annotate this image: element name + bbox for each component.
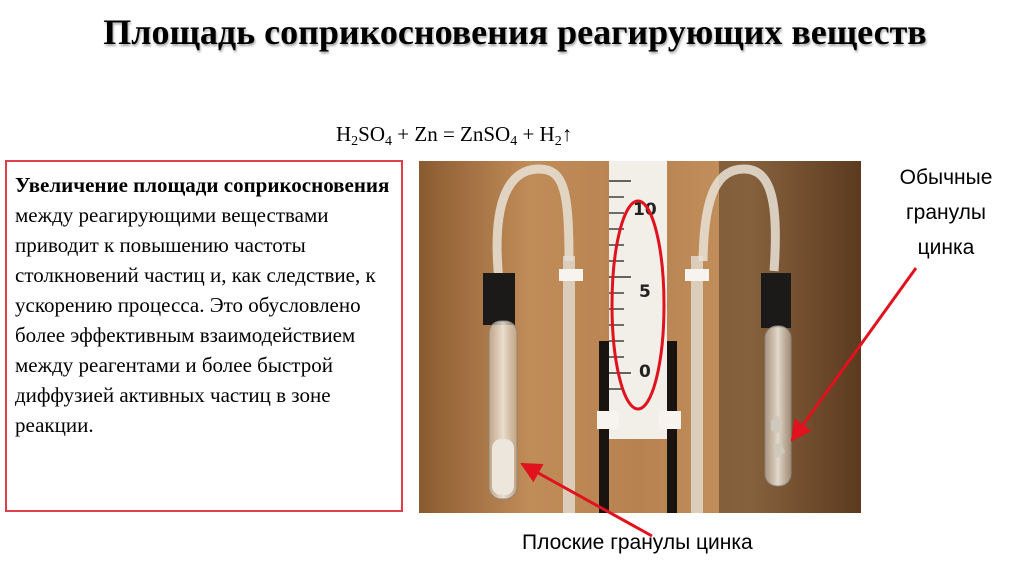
- description-text: между реагирующими веществами приводит к…: [15, 203, 376, 437]
- center-tube-left: [563, 256, 575, 513]
- eq-sub: 4: [510, 134, 518, 149]
- right-zinc-granules: [771, 415, 785, 458]
- experiment-photo: 10 5 0: [419, 161, 861, 513]
- scale-ruler: [609, 161, 667, 439]
- clamp-right: [685, 269, 709, 281]
- scale-highlight-ellipse: [610, 199, 666, 411]
- clamp-bottom-right: [659, 411, 681, 429]
- eq-sub: 2: [351, 134, 359, 149]
- eq-h: H: [336, 122, 352, 146]
- left-hose: [492, 164, 574, 282]
- eq-up-arrow: ↑: [561, 122, 573, 146]
- eq-plus-zn: + Zn = ZnSO: [392, 122, 511, 146]
- reaction-equation: H2SO4 + Zn = ZnSO4 + H2↑: [336, 122, 716, 150]
- description-bold: Увеличение площади соприкосновения: [15, 173, 390, 197]
- description-box: Увеличение площади соприкосновения между…: [5, 160, 403, 512]
- eq-so: SO: [358, 122, 386, 146]
- slide-title: Площадь соприкосновения реагирующих веще…: [103, 12, 927, 52]
- left-stopper: [483, 273, 515, 325]
- clamp-left: [559, 269, 583, 281]
- left-zinc-flat: [492, 439, 514, 495]
- right-hose: [698, 164, 780, 272]
- clamp-bottom-left: [597, 411, 619, 429]
- eq-plus-h: + H: [517, 122, 555, 146]
- center-tube-right: [691, 256, 703, 513]
- right-test-tube: [764, 325, 792, 487]
- label-flat-zinc-granules: Плоские гранулы цинка: [522, 531, 753, 554]
- eq-sub: 4: [385, 134, 393, 149]
- label-regular-zinc-granules: Обычные гранулы цинка: [899, 166, 993, 259]
- scale-label-5: 5: [639, 282, 651, 302]
- scale-label-0: 0: [639, 362, 651, 382]
- eq-sub: 2: [554, 134, 562, 149]
- right-stopper: [761, 273, 791, 328]
